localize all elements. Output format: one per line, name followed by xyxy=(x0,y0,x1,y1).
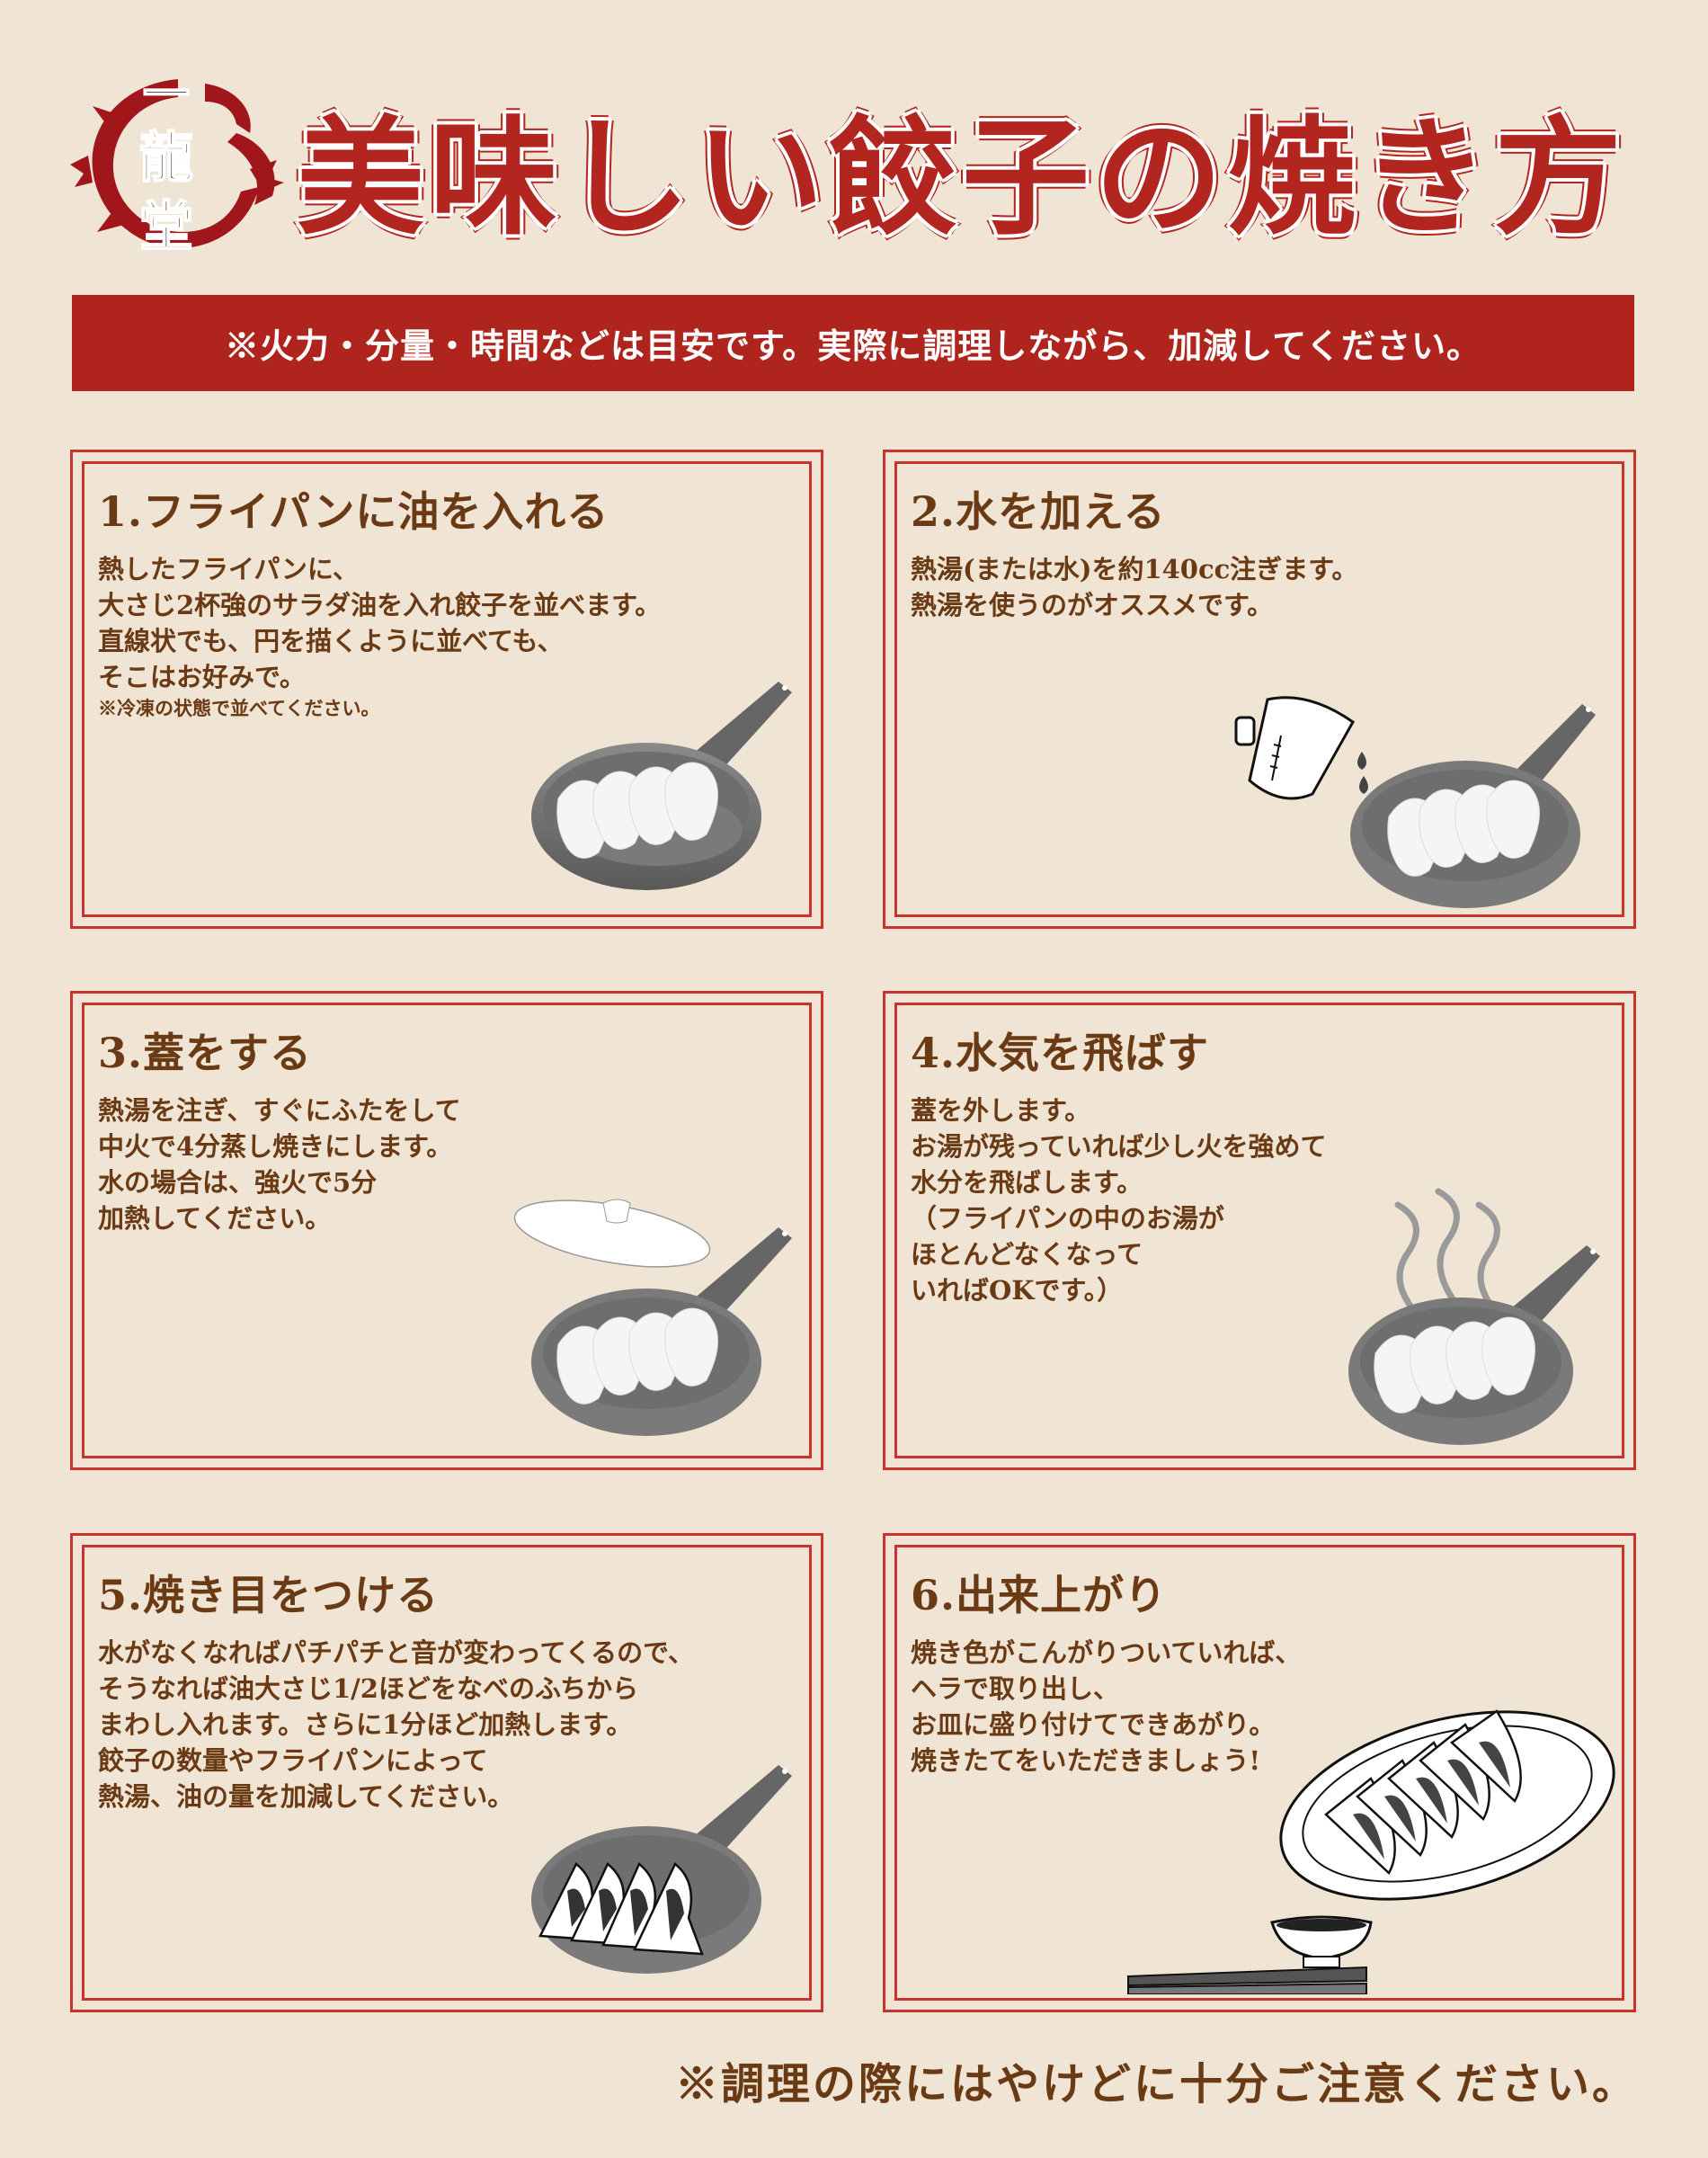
step-line: お湯が残っていれば少し火を強めて xyxy=(911,1131,1327,1162)
step-line: 大さじ2杯強のサラダ油を入れ餃子を並べます。 xyxy=(98,590,662,620)
step-panel-3: 3.蓋をする 熱湯を注ぎ、すぐにふたをして 中火で4分蒸し焼きにします。 水の場… xyxy=(70,991,823,1470)
safety-note: ※調理の際にはやけどに十分ご注意ください。 xyxy=(674,2059,1638,2109)
step-body: 熱湯を注ぎ、すぐにふたをして 中火で4分蒸し焼きにします。 水の場合は、強火で5… xyxy=(98,1092,461,1236)
step-line: ほとんどなくなって xyxy=(911,1239,1143,1270)
step-line: まわし入れます。さらに1分ほど加熱します。 xyxy=(98,1709,633,1740)
step-line: 熱湯を使うのがオススメです。 xyxy=(911,590,1274,620)
step-line: 焼きたてをいただきましょう! xyxy=(911,1745,1261,1776)
dragon-icon xyxy=(70,79,284,249)
page-title: 美味しい餃子の焼き方 xyxy=(297,104,1627,253)
step-line: そこはお好みで。 xyxy=(98,662,306,692)
step-line: 餃子の数量やフライパンによって xyxy=(98,1745,488,1776)
notice-banner: ※火力・分量・時間などは目安です。実際に調理しながら、加減してください。 xyxy=(72,295,1634,391)
panel-inner-border xyxy=(894,461,1624,917)
panel-inner-border xyxy=(82,1545,812,2001)
step-line: （フライパンの中のお湯が xyxy=(911,1203,1224,1234)
step-title: 2.水を加える xyxy=(911,487,1166,536)
panel-inner-border xyxy=(82,1003,812,1458)
logo-char-1: 一 xyxy=(142,68,191,122)
step-line: お皿に盛り付けてできあがり。 xyxy=(911,1709,1276,1740)
step-body: 焼き色がこんがりついていれば、 ヘラで取り出し、 お皿に盛り付けてできあがり。 … xyxy=(911,1635,1301,1779)
step-line: 中火で4分蒸し焼きにします。 xyxy=(98,1131,453,1162)
panel-inner-border xyxy=(894,1545,1624,2001)
panel-inner-border xyxy=(894,1003,1624,1458)
step-body: 水がなくなればパチパチと音が変わってくるので、 そうなれば油大さじ1/2ほどをな… xyxy=(98,1635,694,1815)
steaming-pan-icon xyxy=(1348,1188,1600,1445)
step-title: 6.出来上がり xyxy=(911,1571,1168,1619)
step-line: 加熱してください。 xyxy=(98,1203,332,1234)
step-panel-2: 2.水を加える 熱湯(または水)を約140cc注ぎます。 熱湯を使うのがオススメ… xyxy=(883,450,1636,929)
step-line: 焼き色がこんがりついていれば、 xyxy=(911,1637,1302,1668)
step-body: 熱したフライパンに、 大さじ2杯強のサラダ油を入れ餃子を並べます。 直線状でも、… xyxy=(98,551,661,722)
step-panel-6: 6.出来上がり 焼き色がこんがりついていれば、 ヘラで取り出し、 お皿に盛り付け… xyxy=(883,1533,1636,2012)
step-line: 熱湯を注ぎ、すぐにふたをして xyxy=(98,1095,461,1126)
step-title: 3.蓋をする xyxy=(98,1029,313,1077)
frying-pan-gyoza-icon xyxy=(531,682,792,890)
step-body: 熱湯(または水)を約140cc注ぎます。 熱湯を使うのがオススメです。 xyxy=(911,551,1357,623)
step-panel-5: 5.焼き目をつける 水がなくなればパチパチと音が変わってくるので、 そうなれば油… xyxy=(70,1533,823,2012)
step-panel-4: 4.水気を飛ばす 蓋を外します。 お湯が残っていれば少し火を強めて 水分を飛ばし… xyxy=(883,991,1636,1470)
step-line: 熱したフライパンに、 xyxy=(98,554,360,584)
step-title: 1.フライパンに油を入れる xyxy=(98,487,609,536)
step-line: ヘラで取り出し、 xyxy=(911,1673,1120,1704)
step-note: ※冷凍の状態で並べてください。 xyxy=(98,697,380,719)
panel-inner-border xyxy=(82,461,812,917)
step-line: 蓋を外します。 xyxy=(911,1095,1091,1126)
step-line: 水の場合は、強火で5分 xyxy=(98,1167,378,1198)
step-line: 熱湯、油の量を加減してください。 xyxy=(98,1781,514,1812)
step-line: そうなれば油大さじ1/2ほどをなべのふちから xyxy=(98,1673,639,1704)
browned-gyoza-pan-icon xyxy=(531,1765,792,1974)
step-line: 水分を飛ばします。 xyxy=(911,1167,1143,1198)
logo-char-2: 龍 xyxy=(138,126,194,191)
step-line: 水がなくなればパチパチと音が変わってくるので、 xyxy=(98,1637,694,1668)
measuring-cup-pan-icon xyxy=(1234,696,1596,908)
step-panel-1: 1.フライパンに油を入れる 熱したフライパンに、 大さじ2杯強のサラダ油を入れ餃… xyxy=(70,450,823,929)
step-line: 直線状でも、円を描くように並べても、 xyxy=(98,626,564,656)
lid-and-pan-icon xyxy=(513,1199,792,1436)
plate-gyoza-icon xyxy=(1127,1709,1615,1994)
logo-char-3: 堂 xyxy=(138,195,194,260)
step-title: 4.水気を飛ばす xyxy=(911,1029,1210,1077)
brand-logo: 一 龍 堂 xyxy=(70,68,286,260)
step-body: 蓋を外します。 お湯が残っていれば少し火を強めて 水分を飛ばします。 （フライパ… xyxy=(911,1092,1327,1308)
step-title: 5.焼き目をつける xyxy=(98,1571,440,1619)
notice-banner-text: ※火力・分量・時間などは目安です。実際に調理しながら、加減してください。 xyxy=(225,325,1481,366)
step-line: いればOKです。） xyxy=(911,1275,1124,1306)
step-line: 熱湯(または水)を約140cc注ぎます。 xyxy=(911,554,1358,584)
